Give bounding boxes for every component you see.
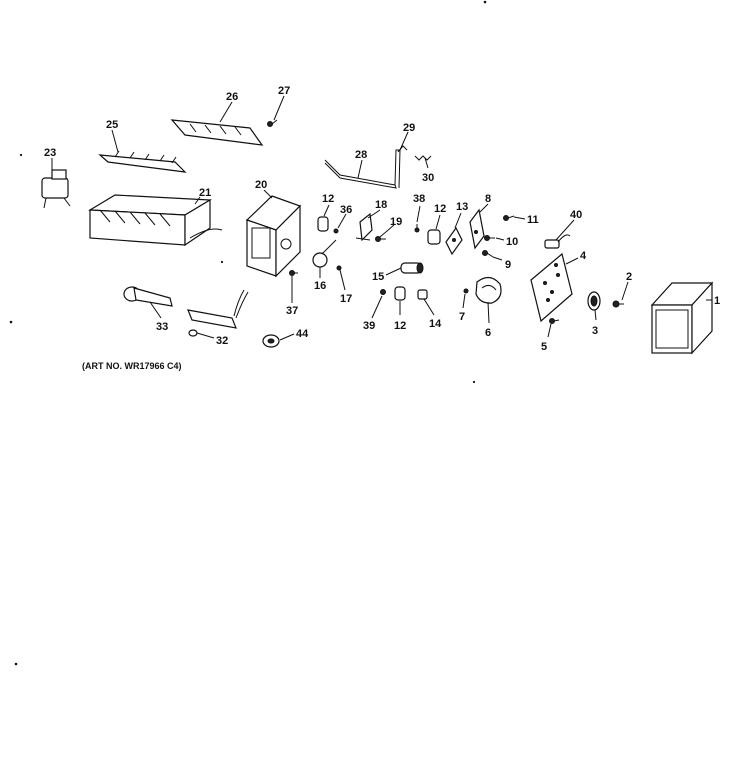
callout-36: 36 [340, 204, 352, 216]
callout-4: 4 [580, 250, 587, 262]
callout-30: 30 [422, 172, 434, 184]
part-30-spring [414, 155, 432, 161]
part-7-screw [463, 288, 469, 294]
part-27-screw [267, 119, 278, 127]
callout-27: 27 [278, 85, 290, 97]
callout-9: 9 [505, 259, 511, 271]
part-16-shut-off-arm [312, 239, 337, 268]
part-37-screw [289, 270, 298, 276]
callout-12-a: 12 [322, 193, 334, 205]
part-11-screw [503, 215, 515, 221]
callout-15: 15 [372, 271, 384, 283]
part-21-ice-mold [88, 194, 223, 247]
part-9-screw [482, 250, 494, 258]
part-33-fill-cup [123, 286, 173, 307]
scan-specks [9, 0, 487, 666]
callout-6: 6 [485, 327, 491, 339]
callout-1: 1 [714, 295, 720, 307]
callout-11: 11 [527, 214, 539, 226]
art-number: (ART NO. WR17966 C4) [82, 361, 182, 371]
part-32-fill-tube [187, 289, 249, 337]
callout-21: 21 [199, 187, 211, 199]
callout-13: 13 [456, 201, 468, 213]
callout-14: 14 [429, 318, 442, 330]
part-14-cam [417, 289, 428, 300]
callout-26: 26 [226, 91, 238, 103]
part-4-mounting-plate [530, 252, 573, 323]
callout-28: 28 [355, 149, 367, 161]
callout-12-c: 12 [394, 320, 406, 332]
part-1-cover [650, 281, 714, 355]
part-3-gear [587, 291, 601, 311]
part-29-arm-clip [397, 145, 408, 153]
part-10-screw [484, 235, 495, 241]
callout-7: 7 [459, 311, 465, 323]
part-26-ejector [170, 119, 264, 146]
callout-25: 25 [106, 119, 118, 131]
part-6-motor [475, 276, 502, 304]
callout-labels: 1 2 3 4 5 6 7 8 9 10 11 12 12 12 13 14 1… [44, 85, 720, 353]
callout-8: 8 [485, 193, 491, 205]
part-8-bracket [469, 208, 485, 250]
part-19-screw [375, 236, 386, 242]
callout-12-b: 12 [434, 203, 446, 215]
part-44-knob [262, 334, 280, 348]
part-28-feeler-arm [324, 149, 401, 189]
part-17-screw [336, 265, 342, 271]
callout-16: 16 [314, 280, 326, 292]
callout-29: 29 [403, 122, 415, 134]
part-12-switch-c [394, 286, 406, 301]
callout-37: 37 [286, 305, 298, 317]
callout-38: 38 [413, 193, 425, 205]
part-38-screw [414, 224, 420, 233]
callout-33: 33 [156, 321, 168, 333]
callout-39: 39 [363, 320, 375, 332]
part-40-wiring-harness [544, 234, 571, 249]
callout-10: 10 [506, 236, 518, 248]
callout-44: 44 [296, 328, 309, 340]
part-18-bracket [355, 212, 373, 242]
callout-40: 40 [570, 209, 582, 221]
callout-3: 3 [592, 325, 598, 337]
part-12-switch-a [317, 216, 329, 232]
callout-18: 18 [375, 199, 387, 211]
callout-5: 5 [541, 341, 547, 353]
part-12-switch-b [427, 229, 441, 245]
part-5-screw [549, 318, 560, 324]
part-23-water-valve [41, 169, 71, 209]
callout-19: 19 [390, 216, 402, 228]
part-39-screw [380, 289, 386, 295]
part-20-housing [245, 195, 302, 278]
callout-32: 32 [216, 335, 228, 347]
leader-lines [51, 95, 712, 341]
callout-20: 20 [255, 179, 267, 191]
part-15-thermostat [400, 262, 424, 274]
callout-17: 17 [340, 293, 352, 305]
part-25-stripper [98, 150, 187, 173]
part-2-screw [612, 300, 624, 308]
callout-2: 2 [626, 271, 632, 283]
part-36-screw [333, 228, 339, 234]
callout-23: 23 [44, 147, 56, 159]
part-13-switch [445, 226, 463, 256]
